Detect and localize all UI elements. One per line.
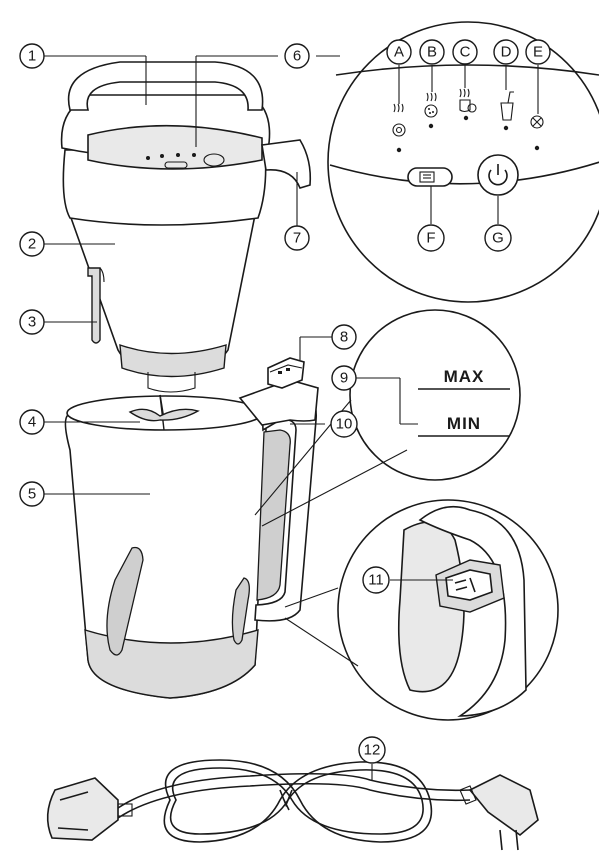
callout-5: 5 <box>19 481 45 507</box>
control-panel-detail <box>327 21 599 303</box>
clean-icon <box>530 115 544 151</box>
callout-2: 2 <box>19 231 45 257</box>
panel-label-g: G <box>484 224 512 252</box>
svg-text:A: A <box>394 44 404 61</box>
svg-text:4: 4 <box>28 414 36 431</box>
svg-text:11: 11 <box>368 572 384 589</box>
power-icon <box>488 169 508 186</box>
chunky-soup-icon <box>424 92 438 129</box>
min-label: MIN <box>447 414 481 433</box>
svg-text:E: E <box>533 44 543 61</box>
svg-text:B: B <box>427 44 437 61</box>
callout-4: 4 <box>19 409 45 435</box>
jug <box>64 357 319 699</box>
callout-1: 1 <box>19 43 45 69</box>
menu-icon <box>419 171 435 183</box>
svg-text:D: D <box>501 44 512 61</box>
compote-icon <box>459 88 477 121</box>
callout-9: 9 <box>331 365 357 391</box>
max-label: MAX <box>444 367 485 386</box>
callout-6: 6 <box>284 43 310 69</box>
callout-11: 11 <box>362 566 390 594</box>
svg-text:10: 10 <box>336 416 353 433</box>
svg-text:6: 6 <box>293 48 301 65</box>
svg-text:3: 3 <box>28 314 36 331</box>
callout-10: 10 <box>330 410 358 438</box>
callout-8: 8 <box>331 324 357 350</box>
panel-label-e: E <box>525 39 551 65</box>
svg-text:2: 2 <box>28 236 36 253</box>
svg-text:8: 8 <box>340 329 348 346</box>
panel-label-f: F <box>417 224 445 252</box>
svg-text:F: F <box>426 230 435 247</box>
panel-label-c: C <box>452 39 478 65</box>
svg-text:7: 7 <box>293 230 301 247</box>
motor-unit <box>60 61 312 393</box>
panel-label-d: D <box>493 39 519 65</box>
callout-3: 3 <box>19 309 45 335</box>
callout-7: 7 <box>284 225 310 251</box>
svg-text:12: 12 <box>364 742 381 759</box>
leader-lines <box>44 55 539 780</box>
socket-detail <box>284 499 559 721</box>
svg-text:9: 9 <box>340 370 348 387</box>
panel-label-a: A <box>386 39 412 65</box>
milkshake-smoothie-icon <box>500 91 514 131</box>
svg-text:1: 1 <box>28 48 36 65</box>
svg-text:G: G <box>492 230 504 247</box>
menu-button[interactable] <box>407 167 453 187</box>
svg-text:C: C <box>460 44 471 61</box>
svg-text:5: 5 <box>28 486 36 503</box>
callout-12: 12 <box>358 736 386 764</box>
power-cord <box>46 759 539 851</box>
panel-label-b: B <box>419 39 445 65</box>
smooth-soup-icon <box>392 103 406 153</box>
